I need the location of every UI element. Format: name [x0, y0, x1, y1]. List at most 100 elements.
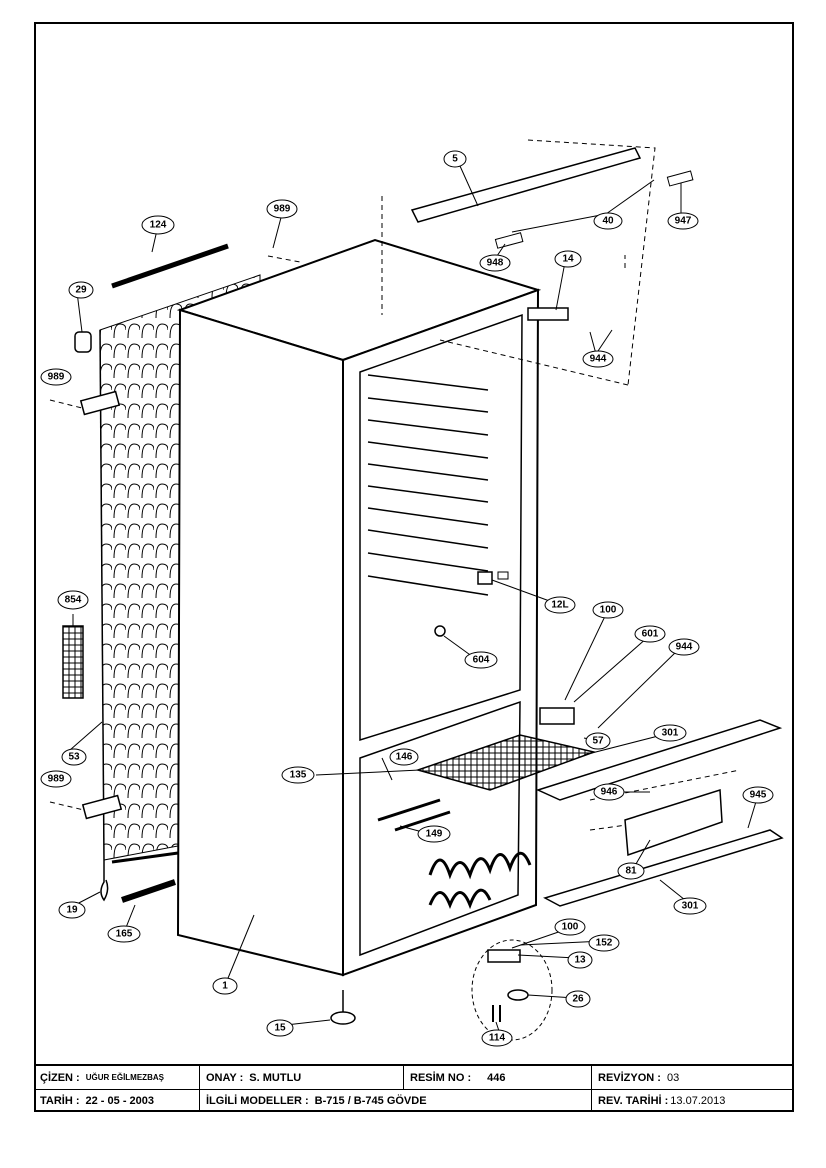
cap-948 [494, 232, 524, 249]
hinge-14 [527, 307, 569, 321]
hinge-601 [539, 707, 575, 725]
cover-301-upper [535, 719, 783, 801]
callout-146-label: 146 [396, 752, 413, 763]
callout-40-label: 40 [602, 216, 614, 227]
callout-12L-label: 12L [551, 600, 568, 611]
callout-989a-label: 989 [274, 204, 291, 215]
callout-100b: 100 [554, 918, 586, 936]
callout-114: 114 [481, 1029, 513, 1047]
callout-13-label: 13 [574, 955, 586, 966]
callout-15: 15 [266, 1019, 294, 1037]
thermostat-window [497, 571, 509, 580]
resim-label: RESİM NO : [410, 1071, 472, 1084]
callout-135: 135 [281, 766, 315, 784]
callout-946: 946 [593, 783, 625, 801]
callout-149-label: 149 [426, 829, 443, 840]
callout-29-label: 29 [75, 285, 87, 296]
title-block: ÇİZEN : UĞUR EĞİLMEZBAŞ ONAY : S. MUTLU … [34, 1064, 794, 1112]
pipe-19 [100, 860, 109, 902]
callout-604: 604 [464, 651, 498, 669]
bracket-lower [81, 794, 123, 820]
callout-135-label: 135 [290, 770, 307, 781]
callout-947: 947 [667, 212, 699, 230]
callout-152-label: 152 [596, 938, 613, 949]
cizen-value: UĞUR EĞİLMEZBAŞ [85, 1073, 164, 1082]
callout-945-label: 945 [750, 790, 767, 801]
callout-5: 5 [443, 150, 467, 168]
callout-81: 81 [617, 862, 645, 880]
part-29 [74, 331, 92, 353]
cizen-label: ÇİZEN : [40, 1071, 80, 1084]
callout-301b-label: 301 [682, 901, 699, 912]
callout-12L: 12L [544, 596, 576, 614]
callout-946-label: 946 [601, 787, 618, 798]
tarih-value: 22 - 05 - 2003 [85, 1094, 155, 1107]
callout-57: 57 [585, 732, 611, 750]
resim-cell: RESİM NO : 446 [404, 1066, 592, 1089]
title-block-row-1: ÇİZEN : UĞUR EĞİLMEZBAŞ ONAY : S. MUTLU … [34, 1066, 794, 1090]
callout-53-label: 53 [68, 752, 80, 763]
modeller-value: B-715 / B-745 GÖVDE [314, 1094, 427, 1107]
lamp-604 [434, 625, 446, 637]
callout-301a: 301 [653, 724, 687, 742]
tarih-label: TARİH : [40, 1094, 80, 1107]
modeller-cell: İLGİLİ MODELLER : B-715 / B-745 GÖVDE [200, 1089, 592, 1112]
cover-301-lower [543, 829, 784, 907]
callout-601: 601 [634, 625, 666, 643]
rev-tarihi-value: 13.07.2013 [670, 1094, 726, 1107]
callout-944a: 944 [582, 350, 614, 368]
hose-854 [62, 625, 84, 699]
trim-5 [410, 147, 642, 223]
callout-5-label: 5 [452, 154, 458, 165]
callout-81-label: 81 [625, 866, 637, 877]
callout-15-label: 15 [274, 1023, 286, 1034]
callout-989b: 989 [40, 368, 72, 386]
cizen-cell: ÇİZEN : UĞUR EĞİLMEZBAŞ [34, 1066, 200, 1089]
onay-value: S. MUTLU [249, 1071, 302, 1084]
callout-57-label: 57 [592, 736, 604, 747]
plate-81 [624, 788, 723, 857]
resim-value: 446 [487, 1071, 506, 1084]
title-block-row-2: TARİH : 22 - 05 - 2003 İLGİLİ MODELLER :… [34, 1089, 794, 1112]
callout-13: 13 [567, 951, 593, 969]
callout-29: 29 [68, 281, 94, 299]
callout-165-label: 165 [116, 929, 133, 940]
callout-948-label: 948 [487, 258, 504, 269]
cabinet-body [176, 238, 542, 977]
callout-301a-label: 301 [662, 728, 679, 739]
callout-146: 146 [389, 748, 419, 766]
callout-944a-label: 944 [590, 354, 607, 365]
callout-14-label: 14 [562, 254, 574, 265]
rev-tarihi-label: REV. TARİHİ : [598, 1094, 669, 1107]
callout-989b-label: 989 [48, 372, 65, 383]
callout-26-label: 26 [572, 994, 584, 1005]
tarih-cell: TARİH : 22 - 05 - 2003 [34, 1089, 200, 1112]
callout-100a: 100 [592, 601, 624, 619]
callout-53: 53 [61, 748, 87, 766]
screws-114 [492, 1005, 501, 1022]
callout-1: 1 [212, 977, 238, 995]
filter-165 [121, 879, 176, 903]
tube-124 [111, 243, 229, 289]
callout-149: 149 [417, 825, 451, 843]
revizyon-cell: REVİZYON : 03 [592, 1066, 794, 1089]
callout-26: 26 [565, 990, 591, 1008]
callout-604-label: 604 [473, 655, 490, 666]
modeller-label: İLGİLİ MODELLER : [206, 1094, 309, 1107]
callout-989a: 989 [266, 199, 298, 219]
callout-854: 854 [57, 590, 89, 610]
callout-601-label: 601 [642, 629, 659, 640]
callout-19: 19 [58, 901, 86, 919]
callout-152: 152 [588, 934, 620, 952]
revizyon-label: REVİZYON : [598, 1071, 661, 1084]
callout-948: 948 [479, 254, 511, 272]
thermostat-12L [477, 571, 493, 585]
cap-947 [666, 170, 694, 187]
rev-tarihi-cell: REV. TARİHİ : 13.07.2013 [592, 1089, 794, 1112]
onay-label: ONAY : [206, 1071, 244, 1084]
callout-124-label: 124 [150, 220, 167, 231]
drawing-frame [34, 22, 794, 1112]
callout-944b: 944 [668, 638, 700, 656]
bracket-13 [487, 949, 521, 963]
